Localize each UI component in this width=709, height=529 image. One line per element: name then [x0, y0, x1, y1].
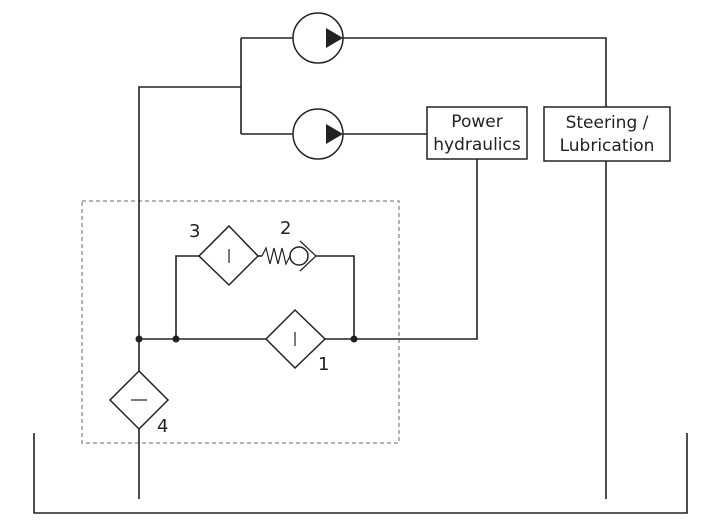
branch-filter-symbol: 3	[189, 221, 260, 287]
junction-dot	[135, 335, 143, 343]
junction-dot	[172, 335, 180, 343]
pump-upper	[241, 12, 607, 499]
power-hydraulics-box: Power hydraulics	[426, 106, 528, 160]
main-filter-number: 1	[318, 354, 329, 375]
steering-lubrication-box: Steering / Lubrication	[543, 106, 671, 162]
steering-lubrication-label-line2: Lubrication	[560, 136, 655, 156]
pump-lower	[241, 108, 427, 160]
suction-filter-symbol: 4	[108, 369, 170, 437]
filter-circuit	[135, 255, 358, 343]
power-hydraulics-label-line1: Power	[451, 112, 502, 132]
reservoir-tank	[33, 433, 688, 514]
main-line	[138, 38, 242, 499]
return-line	[354, 159, 478, 340]
power-hydraulics-label-line2: hydraulics	[433, 135, 521, 155]
check-valve-symbol: 2	[261, 218, 317, 272]
check-valve-number: 2	[280, 218, 291, 239]
suction-filter-number: 4	[157, 416, 168, 437]
junction-dot	[350, 335, 358, 343]
branch-filter-number: 3	[189, 221, 200, 242]
filter-unit-boundary	[81, 200, 400, 444]
main-filter-symbol: 1	[264, 308, 329, 375]
steering-lubrication-label-line1: Steering /	[566, 113, 649, 133]
